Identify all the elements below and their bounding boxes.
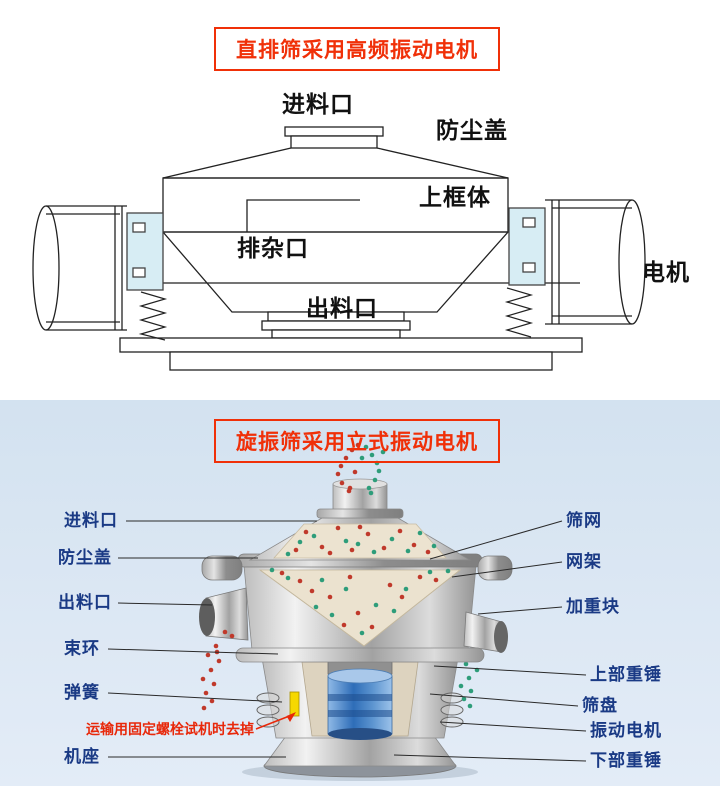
label-weight-block: 加重块 — [566, 597, 620, 616]
falling-red-particles — [200, 629, 235, 711]
label-dust-cover-3d: 防尘盖 — [58, 548, 112, 567]
label-motor: 电机 — [642, 259, 690, 285]
base-shape — [119, 337, 583, 371]
label-upper-frame: 上框体 — [419, 184, 491, 210]
left-spring-shape — [138, 291, 168, 341]
bottom-title-box: 旋振筛采用立式振动电机 — [214, 419, 500, 463]
right-mount-plate — [508, 207, 546, 286]
label-feed-inlet: 进料口 — [282, 91, 354, 117]
rotary-sieve-illustration — [107, 442, 587, 781]
label-screen-mesh: 筛网 — [566, 511, 602, 530]
top-title: 直排筛采用高频振动电机 — [236, 39, 478, 62]
particles-on-mesh — [269, 567, 451, 636]
vibration-motor-shape — [327, 668, 393, 740]
machine-base-shape — [263, 735, 457, 778]
label-machine-base: 机座 — [64, 747, 100, 766]
left-bracket-shape — [201, 555, 243, 581]
top-title-box: 直排筛采用高频振动电机 — [214, 27, 500, 71]
label-dust-cover: 防尘盖 — [436, 117, 508, 143]
hopper-shape — [161, 231, 510, 313]
label-feed-inlet-3d: 进料口 — [64, 511, 118, 530]
left-mount-plate — [126, 212, 164, 291]
impurity-outlet-pipe — [246, 199, 360, 232]
rotary-sieve-section: 旋振筛采用立式振动电机 进料口 防尘盖 出料口 束环 弹簧 运输用固定螺栓试机时… — [0, 400, 720, 786]
discharge-outlet-shape — [261, 311, 411, 339]
sieve-tray-shape — [235, 647, 485, 663]
right-bracket-shape — [477, 555, 513, 581]
lower-hammer-shape — [328, 728, 392, 740]
right-spring-shape — [504, 287, 534, 338]
transport-bolt-shape — [289, 691, 300, 717]
label-transport-bolt-warning: 运输用固定螺栓试机时去掉 — [86, 721, 254, 737]
leader-lines — [107, 520, 587, 762]
right-motor-shape — [545, 199, 646, 325]
left-motor-shape — [32, 205, 127, 331]
label-discharge-outlet: 出料口 — [306, 295, 378, 321]
particles-in-cone — [285, 524, 437, 557]
label-spring: 弹簧 — [64, 683, 100, 702]
direct-sieve-line-drawing — [32, 126, 646, 371]
feed-inlet-pipe-shape — [316, 478, 404, 519]
label-mesh-frame: 网架 — [566, 552, 602, 571]
bottom-title: 旋振筛采用立式振动电机 — [236, 431, 478, 454]
discharge-spout-shape — [199, 587, 249, 641]
label-sieve-tray: 筛盘 — [582, 696, 618, 715]
dust-cover-shape — [162, 147, 509, 179]
label-lower-hammer: 下部重锤 — [590, 751, 662, 770]
label-impurity-outlet: 排杂口 — [237, 235, 309, 261]
feed-inlet-shape — [284, 126, 384, 149]
warning-arrow — [255, 712, 296, 730]
weight-block-shape — [463, 611, 508, 653]
label-vibration-motor: 振动电机 — [590, 721, 662, 740]
direct-sieve-section: 直排筛采用高频振动电机 进料口 防尘盖 上框体 排杂口 出料口 电机 — [32, 27, 690, 371]
sieve-bowl-shape — [243, 565, 477, 651]
label-upper-hammer: 上部重锤 — [590, 665, 662, 684]
label-clamp-ring: 束环 — [64, 639, 100, 658]
label-discharge-3d: 出料口 — [58, 593, 112, 612]
dust-cover-cone-shape — [248, 517, 472, 561]
inlet-particle-streams — [335, 442, 386, 496]
housing-interior — [289, 661, 419, 740]
